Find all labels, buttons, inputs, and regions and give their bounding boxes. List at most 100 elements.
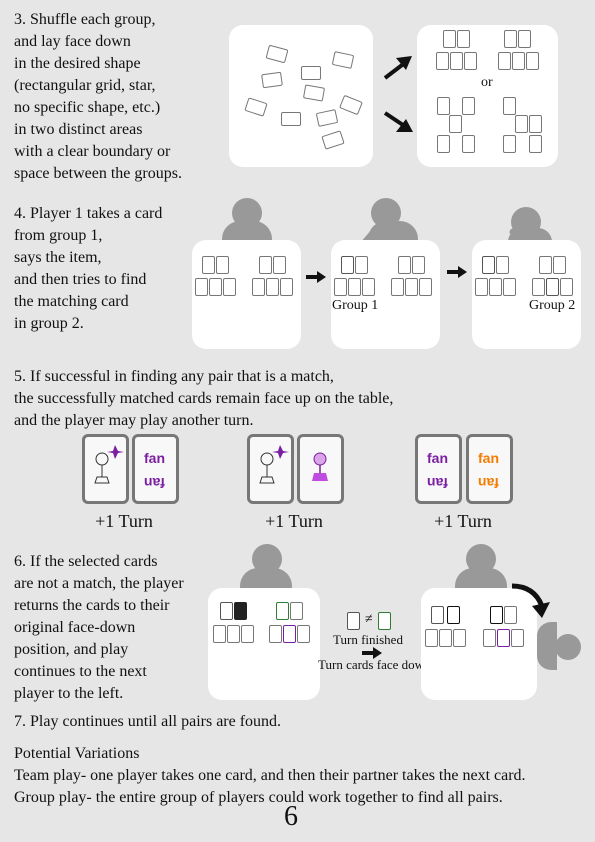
step6-line: original face-down xyxy=(14,619,136,636)
step3-line: in the desired shape xyxy=(14,55,141,72)
face-down-card xyxy=(216,256,229,274)
step7-text: 7. Play continues until all pairs are fo… xyxy=(14,713,282,730)
face-down-card xyxy=(496,256,509,274)
face-down-card xyxy=(301,66,321,80)
face-down-card xyxy=(449,115,462,133)
group2-label: Group 2 xyxy=(529,298,576,313)
selected-card xyxy=(276,602,289,620)
face-down-card xyxy=(281,112,301,126)
picture-card xyxy=(297,434,344,504)
face-down-card xyxy=(515,115,528,133)
face-down-card xyxy=(483,629,496,647)
fan-picture-icon xyxy=(259,445,289,484)
or-label: or xyxy=(481,75,493,90)
face-down-card xyxy=(443,30,456,48)
step5-line: 5. If successful in finding any pair tha… xyxy=(14,368,334,385)
face-down-card xyxy=(504,606,517,624)
face-down-card xyxy=(512,52,525,70)
fan-picture-icon xyxy=(94,445,124,484)
face-down-card xyxy=(280,278,293,296)
face-down-card xyxy=(503,135,516,153)
step3-line: in two distinct areas xyxy=(14,121,143,138)
table-panel xyxy=(421,588,537,700)
table-panel xyxy=(192,240,301,349)
word-card: fan fan xyxy=(132,434,179,504)
card-word: fan xyxy=(478,450,499,466)
turn-face-down-label: Turn cards face down xyxy=(318,657,431,672)
card-word: fan xyxy=(478,475,499,491)
face-down-card xyxy=(453,629,466,647)
step6-text: 6. If the selected cards are not a match… xyxy=(14,551,184,705)
face-down-card xyxy=(261,71,283,89)
step3-line: 3. Shuffle each group, xyxy=(14,11,156,28)
face-down-card xyxy=(526,52,539,70)
step4-line: the matching card xyxy=(14,293,129,310)
face-down-card xyxy=(436,52,449,70)
face-down-card xyxy=(266,278,279,296)
face-down-card xyxy=(437,97,450,115)
variations-heading: Potential Variations xyxy=(14,745,140,762)
arranged-grid-panel: or xyxy=(417,25,558,167)
scattered-cards-panel xyxy=(229,25,373,167)
face-down-card xyxy=(315,109,339,127)
step5-text: 5. If successful in finding any pair tha… xyxy=(14,366,393,432)
face-down-card xyxy=(362,278,375,296)
face-down-card xyxy=(252,278,265,296)
face-down-card xyxy=(553,256,566,274)
step5-line: the successfully matched cards remain fa… xyxy=(14,390,394,407)
arrow-icon xyxy=(383,56,412,80)
step6-line: 6. If the selected cards xyxy=(14,553,158,570)
group1-label: Group 1 xyxy=(332,298,379,313)
face-down-card xyxy=(504,30,517,48)
face-down-card xyxy=(518,30,531,48)
table-panel: Group 2 xyxy=(472,240,581,349)
face-down-card xyxy=(213,625,226,643)
page-number: 6 xyxy=(284,801,298,832)
face-down-card xyxy=(437,135,450,153)
face-down-card xyxy=(560,278,573,296)
face-down-card xyxy=(259,256,272,274)
card-word: fan xyxy=(144,450,165,466)
face-down-card xyxy=(439,629,452,647)
selected-card xyxy=(497,629,510,647)
face-down-card xyxy=(331,51,355,69)
face-down-card xyxy=(223,278,236,296)
table-panel: Group 1 xyxy=(331,240,440,349)
face-down-card xyxy=(464,52,477,70)
face-down-card xyxy=(539,256,552,274)
player-body-icon xyxy=(455,568,507,590)
face-down-card xyxy=(490,606,503,624)
face-down-card xyxy=(355,256,368,274)
mismatch-card-left xyxy=(347,612,360,630)
player-body-icon xyxy=(222,221,272,241)
word-card: fan fan xyxy=(415,434,462,504)
face-down-card xyxy=(457,30,470,48)
face-down-card xyxy=(503,278,516,296)
fan-picture-icon xyxy=(312,452,328,481)
word-card: fan fan xyxy=(466,434,513,504)
face-down-card xyxy=(209,278,222,296)
face-down-card xyxy=(529,115,542,133)
mismatch-card-right xyxy=(378,612,391,630)
card-word: fan xyxy=(427,450,448,466)
arrow-right-icon xyxy=(306,271,326,283)
face-down-card xyxy=(425,629,438,647)
card-word: fan xyxy=(427,475,448,491)
selected-card xyxy=(283,625,296,643)
step6-line: position, and play xyxy=(14,641,129,658)
step5-line: and the player may play another turn. xyxy=(14,412,254,429)
step3-line: no specific shape, etc.) xyxy=(14,99,161,116)
turn-finished-label: Turn finished xyxy=(333,632,403,647)
face-down-card xyxy=(269,625,282,643)
face-down-card xyxy=(290,602,303,620)
arrow-icon xyxy=(383,111,413,132)
face-down-card xyxy=(244,97,268,117)
selected-card xyxy=(482,256,495,274)
selected-card xyxy=(234,602,247,620)
plus-one-turn-label: +1 Turn xyxy=(265,511,323,531)
face-down-card xyxy=(398,256,411,274)
face-down-card xyxy=(348,278,361,296)
step4-line: in group 2. xyxy=(14,315,84,332)
face-down-card xyxy=(489,278,502,296)
card-word: fan xyxy=(144,475,165,491)
